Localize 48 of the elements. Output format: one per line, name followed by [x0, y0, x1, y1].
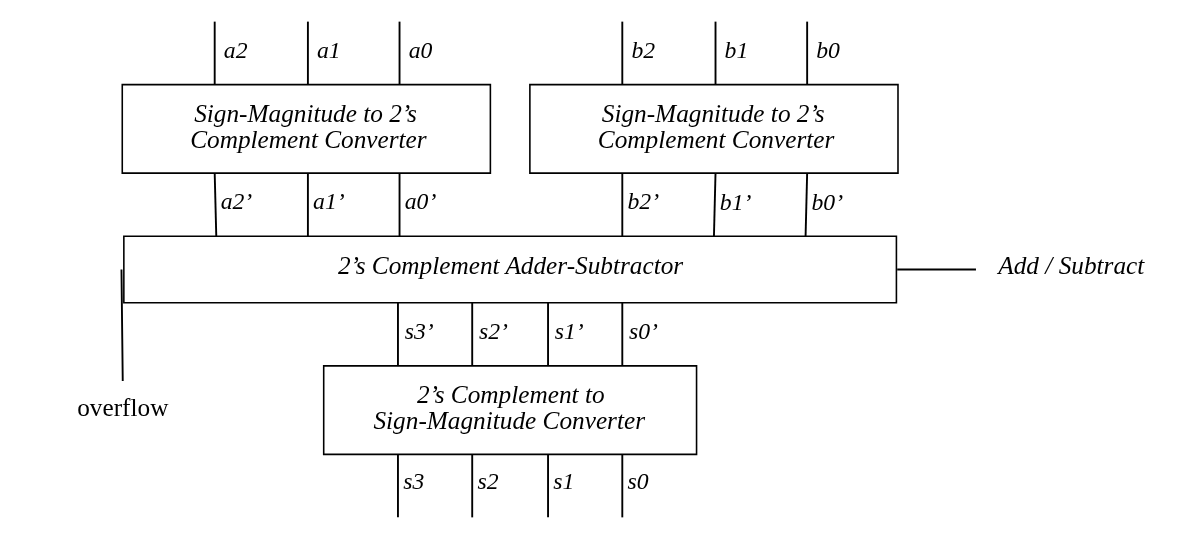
connector	[306, 20, 309, 86]
connector	[213, 172, 218, 238]
connector	[547, 453, 549, 519]
connector	[804, 172, 809, 238]
connector	[398, 20, 401, 86]
node-box: Sign-Magnitude to 2’s Complement Converter	[529, 83, 899, 174]
connector	[397, 301, 399, 367]
connector	[621, 20, 624, 86]
edge-label: s0’	[629, 317, 658, 344]
connector	[896, 268, 977, 271]
connector	[713, 172, 717, 238]
edge-label: a0’	[404, 188, 437, 215]
edge-label: b0	[816, 36, 840, 63]
node-text: overflow	[77, 393, 169, 422]
edge-label: a1’	[313, 188, 345, 215]
edge-label: a2	[223, 36, 248, 63]
edge-label: s2’	[478, 317, 508, 344]
edge-label: s3	[403, 467, 425, 494]
edge-label: s0	[627, 467, 649, 494]
edge-label: s1’	[554, 317, 584, 344]
edge-label: b2’	[627, 188, 660, 215]
connector	[806, 20, 809, 86]
edge-label: s2	[477, 467, 499, 494]
connector	[547, 301, 549, 367]
edge-label: s1	[553, 467, 575, 494]
edge-label: b1	[724, 36, 749, 63]
connector	[621, 453, 624, 519]
edge-label: b2	[631, 36, 656, 63]
edge-label: a2’	[220, 187, 253, 214]
edge-label: a1	[317, 36, 341, 63]
node-box: Sign-Magnitude to 2’s Complement Converter	[121, 83, 492, 174]
connector	[621, 172, 624, 238]
connector	[213, 20, 216, 86]
node-text: Add / Subtract	[998, 250, 1145, 279]
edge-label: a0	[408, 36, 433, 63]
node-box: 2’s Complement to Sign-Magnitude Converter	[322, 365, 698, 456]
connector	[714, 20, 717, 86]
connector	[306, 172, 309, 238]
connector	[471, 453, 474, 519]
node-box: 2’s Complement Adder-Subtractor	[123, 235, 898, 304]
connector	[621, 301, 624, 367]
edge-label: b0’	[811, 188, 844, 215]
connector	[397, 453, 399, 519]
connector	[398, 172, 401, 238]
edge-label: s3’	[404, 317, 434, 344]
edge-label: b1’	[719, 188, 752, 215]
connector	[120, 268, 124, 382]
connector	[471, 301, 474, 367]
